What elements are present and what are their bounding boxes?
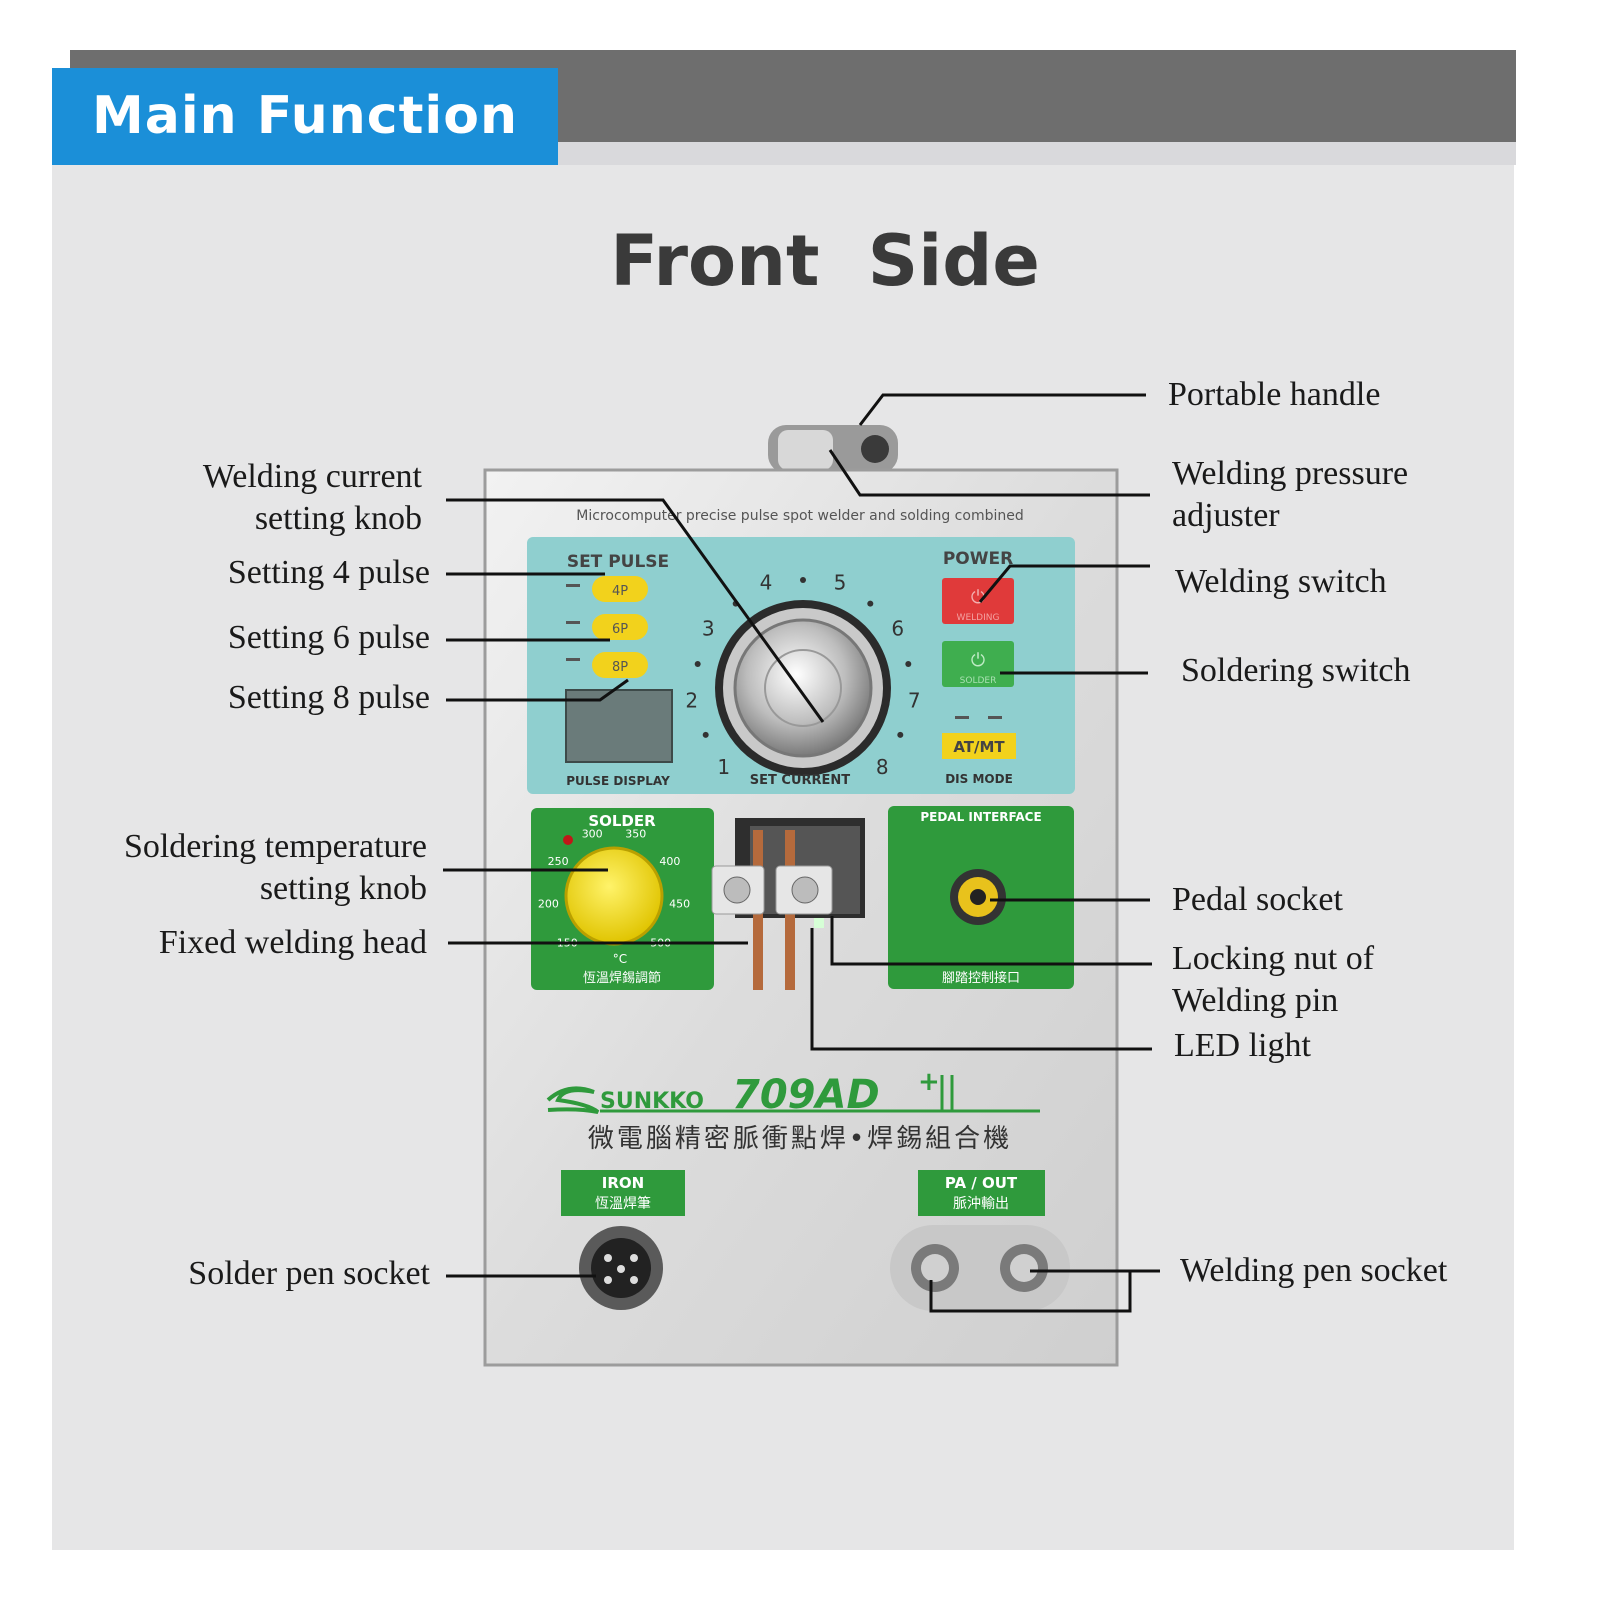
temp-unit: °C xyxy=(613,952,627,966)
solder-title: SOLDER xyxy=(588,812,656,830)
leader-lines xyxy=(443,393,1160,1313)
dial-number-1: 1 xyxy=(717,755,730,779)
device-caption: Microcomputer precise pulse spot welder … xyxy=(576,508,1023,524)
dial-number-5: 5 xyxy=(834,570,847,594)
solder-cn-label: 恆溫焊錫調節 xyxy=(583,970,661,986)
dial-tick xyxy=(702,731,709,738)
dial-tick xyxy=(905,661,912,667)
callout-locking-nut: Locking nut of Welding pin xyxy=(1172,940,1375,1019)
led-light xyxy=(814,918,824,928)
temp-mark-300: 300 xyxy=(582,828,603,841)
dial-number-4: 4 xyxy=(760,570,773,594)
callout-fixed-welding-head: Fixed welding head xyxy=(158,924,427,961)
pa-out-label-plate xyxy=(918,1170,1045,1216)
welding-switch-button[interactable] xyxy=(942,578,1014,624)
callout-led-light: LED light xyxy=(1174,1027,1311,1064)
model-suffix: + xyxy=(918,1067,940,1097)
dial-scale: 1 2 3 4 5 6 7 8 xyxy=(685,570,920,779)
at-mt-label: AT/MT xyxy=(953,738,1005,756)
soldering-switch-button[interactable] xyxy=(942,641,1014,687)
callout-soldering-temp-knob: Soldering temperature setting knob xyxy=(123,828,427,907)
dis-mode-label: DIS MODE xyxy=(945,772,1013,786)
temp-mark-350: 350 xyxy=(625,828,646,841)
pa-out-label: PA / OUT xyxy=(945,1174,1018,1192)
callout-setting-8-pulse: Setting 8 pulse xyxy=(227,679,430,716)
dial-tick xyxy=(867,600,874,607)
at-mt-button[interactable] xyxy=(942,733,1016,759)
pulse-display-label: PULSE DISPLAY xyxy=(566,774,670,788)
pulse-display xyxy=(565,689,673,763)
pulse-6-label: 6P xyxy=(612,622,628,637)
pulse-4-label: 4P xyxy=(612,584,628,599)
set-pulse-label: SET PULSE xyxy=(567,552,669,572)
pulse-8-label: 8P xyxy=(612,660,628,675)
portable-handle xyxy=(768,425,898,473)
welding-button-label: WELDING xyxy=(957,613,1000,623)
section-tab: Main Function xyxy=(52,68,558,165)
pulse-8-button[interactable] xyxy=(592,652,648,678)
callout-pedal-socket: Pedal socket xyxy=(1172,881,1343,918)
solder-power-icon: ⏻ xyxy=(971,650,985,671)
power-label: POWER xyxy=(943,549,1013,569)
callout-welding-switch: Welding switch xyxy=(1175,563,1387,600)
dial-number-2: 2 xyxy=(685,689,698,713)
callout-setting-4-pulse: Setting 4 pulse xyxy=(227,554,430,591)
set-current-label: SET CURRENT xyxy=(750,773,851,788)
pulse-4-indicator xyxy=(566,584,580,587)
page-title: Front Side xyxy=(610,220,1040,302)
dial-number-3: 3 xyxy=(702,616,715,640)
callout-soldering-switch: Soldering switch xyxy=(1181,652,1411,689)
pulse-6-indicator xyxy=(566,621,580,624)
callout-portable-handle: Portable handle xyxy=(1168,376,1381,413)
temp-mark-200: 200 xyxy=(538,897,559,910)
solder-power-led xyxy=(563,835,573,845)
welding-pen-socket[interactable] xyxy=(911,1244,1048,1292)
temp-mark-450: 450 xyxy=(669,897,690,910)
welding-current-dial[interactable] xyxy=(715,600,891,776)
dial-number-6: 6 xyxy=(891,616,904,640)
model-cn-name: 微電腦精密脈衝點焊•焊錫組合機 xyxy=(588,1124,1012,1154)
pa-out-cn-label: 脈沖輸出 xyxy=(953,1196,1009,1212)
solder-pen-socket[interactable] xyxy=(579,1226,663,1310)
iron-cn-label: 恆溫焊筆 xyxy=(595,1196,651,1212)
callout-welding-pen-socket: Welding pen socket xyxy=(1180,1252,1448,1289)
dial-tick xyxy=(800,577,806,583)
pedal-interface-label: PEDAL INTERFACE xyxy=(920,810,1041,824)
iron-label-plate xyxy=(561,1170,685,1216)
callout-setting-6-pulse: Setting 6 pulse xyxy=(227,619,430,656)
mode-indicator-mt xyxy=(988,716,1002,719)
callout-solder-pen-socket: Solder pen socket xyxy=(188,1255,430,1292)
callout-welding-pressure-adjuster: Welding pressure adjuster xyxy=(1172,455,1409,534)
temp-mark-250: 250 xyxy=(548,855,569,868)
pulse-buttons: 4P 6P 8P xyxy=(566,576,648,678)
dial-tick xyxy=(897,731,904,738)
pulse-4-button[interactable] xyxy=(592,576,648,602)
pulse-8-indicator xyxy=(566,658,580,661)
solder-button-label: SOLDER xyxy=(960,676,997,686)
mode-indicator-at xyxy=(955,716,969,719)
brand-logo: SUNKKO 709AD + xyxy=(546,1067,1040,1118)
pedal-cn-label: 腳踏控制接口 xyxy=(942,970,1020,986)
welding-power-icon: ⏻ xyxy=(971,587,985,608)
dial-number-7: 7 xyxy=(908,689,921,713)
iron-label: IRON xyxy=(602,1174,644,1192)
soldering-temperature-knob[interactable] xyxy=(564,846,664,946)
callout-welding-current-knob: Welding current setting knob xyxy=(202,458,422,537)
dial-tick xyxy=(694,661,701,667)
pulse-6-button[interactable] xyxy=(592,614,648,640)
fixed-welding-head xyxy=(711,818,865,990)
dial-number-8: 8 xyxy=(876,755,889,779)
temp-mark-400: 400 xyxy=(659,855,680,868)
